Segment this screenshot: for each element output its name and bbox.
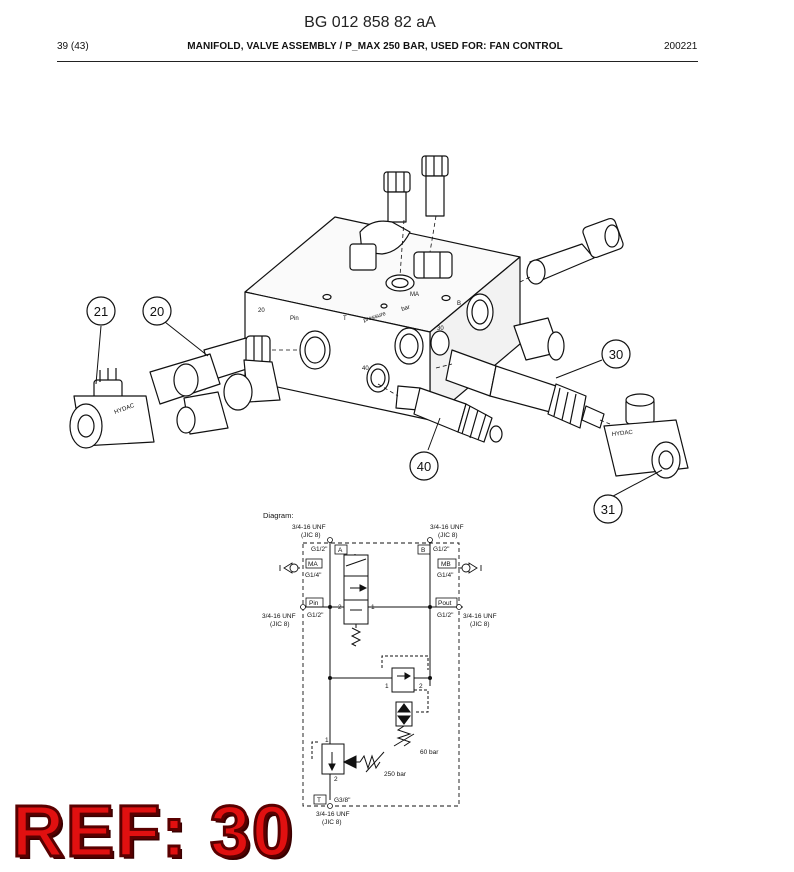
gauge-coupling-right	[461, 562, 482, 574]
marking-ma: MA	[410, 292, 419, 298]
marking-t: T	[343, 316, 347, 322]
ref-label: REF: 30	[10, 792, 295, 872]
junction-dot	[328, 605, 332, 609]
marking-40: 40	[362, 366, 369, 372]
main-port-1: 1	[325, 737, 329, 744]
port-mb: MB	[441, 561, 451, 568]
document-title: MANIFOLD, VALVE ASSEMBLY / P_MAX 250 BAR…	[187, 41, 563, 52]
port-b: B	[421, 547, 425, 554]
top-right-thread: 3/4-16 UNF	[430, 524, 464, 531]
port-mb-thread: G1/4"	[437, 572, 454, 579]
document-date: 200221	[664, 41, 698, 52]
diagram-label: Diagram:	[263, 511, 293, 520]
top-right-jic: (JIC 8)	[438, 532, 458, 539]
main-port-2: 2	[334, 776, 338, 783]
coil-31: HYDAC	[603, 393, 689, 479]
junction-dot	[328, 676, 332, 680]
port-pout-thread: G1/2"	[437, 612, 454, 619]
top-left-jic: (JIC 8)	[301, 532, 321, 539]
document-number: BG 012 858 82 aA	[304, 14, 436, 31]
relief-port-2: 2	[419, 683, 423, 690]
diagram-boundary	[302, 542, 460, 807]
main-relief-setting: 250 bar	[384, 771, 407, 778]
manifold-block	[244, 216, 521, 421]
cartridge-40	[395, 385, 503, 443]
marking-30: 30	[437, 326, 444, 332]
valve-port-1: 1	[371, 604, 375, 611]
callout-40: 40	[409, 451, 439, 481]
port-pin: Pin	[309, 600, 319, 607]
port-ma: MA	[308, 561, 318, 568]
marking-20: 20	[258, 308, 265, 314]
cartridge-20	[149, 335, 271, 405]
callout-21-label: 21	[94, 304, 108, 319]
exploded-view: 20 Pin T MA 40 30 B pressure bar	[69, 155, 689, 503]
callouts: 21 20 30 40 31	[86, 296, 631, 524]
coil-31-brand: HYDAC	[612, 430, 634, 438]
relief-port-1: 1	[385, 683, 389, 690]
header-rule	[57, 61, 698, 62]
junction-dot	[428, 605, 432, 609]
callout-21: 21	[86, 296, 116, 326]
top-fitting-right	[413, 155, 453, 279]
right-thread: 3/4-16 UNF	[463, 613, 497, 620]
junction-dot	[428, 676, 432, 680]
callout-30-label: 30	[609, 347, 623, 362]
right-fitting-lower	[513, 317, 565, 361]
bottom-jic: (JIC 8)	[322, 819, 342, 826]
marking-pin: Pin	[290, 316, 299, 322]
relief-setting: 60 bar	[420, 749, 439, 756]
callout-30: 30	[601, 339, 631, 369]
cartridge-30	[445, 349, 605, 429]
lower-fitting-left	[176, 359, 281, 435]
solenoid-valve-symbol	[343, 554, 369, 647]
port-b-thread: G1/2"	[433, 546, 450, 553]
callout-20: 20	[142, 296, 172, 326]
callout-31: 31	[593, 494, 623, 524]
top-fitting-left	[349, 171, 411, 271]
marking-bar: bar	[401, 305, 411, 313]
top-left-thread: 3/4-16 UNF	[292, 524, 326, 531]
port-a-thread: G1/2"	[311, 546, 328, 553]
left-jic: (JIC 8)	[270, 621, 290, 628]
port-a: A	[338, 547, 343, 554]
coil-21: HYDAC	[69, 368, 155, 449]
valve-port-2: 2	[338, 604, 342, 611]
port-ma-thread: G1/4"	[305, 572, 322, 579]
callout-31-label: 31	[601, 502, 615, 517]
right-fitting-upper	[526, 217, 624, 285]
bottom-thread: 3/4-16 UNF	[316, 811, 350, 818]
assembly-lines	[272, 215, 611, 425]
right-jic: (JIC 8)	[470, 621, 490, 628]
page-count: 39 (43)	[57, 41, 89, 52]
port-t-thread: G3/8"	[334, 797, 351, 804]
port-t: T	[317, 797, 321, 804]
relief-valve-60-symbol	[381, 655, 429, 747]
port-pout: Pout	[438, 600, 452, 607]
hydraulic-diagram: Diagram: 3/4-16 UNF (JIC 8) 3/4-16 UNF (…	[262, 511, 497, 826]
callout-20-label: 20	[150, 304, 164, 319]
main-relief-valve-symbol	[311, 741, 385, 775]
callout-40-label: 40	[417, 459, 431, 474]
gauge-coupling-left	[279, 562, 299, 574]
marking-b: B	[457, 301, 461, 307]
left-thread: 3/4-16 UNF	[262, 613, 296, 620]
port-pin-thread: G1/2"	[307, 612, 324, 619]
